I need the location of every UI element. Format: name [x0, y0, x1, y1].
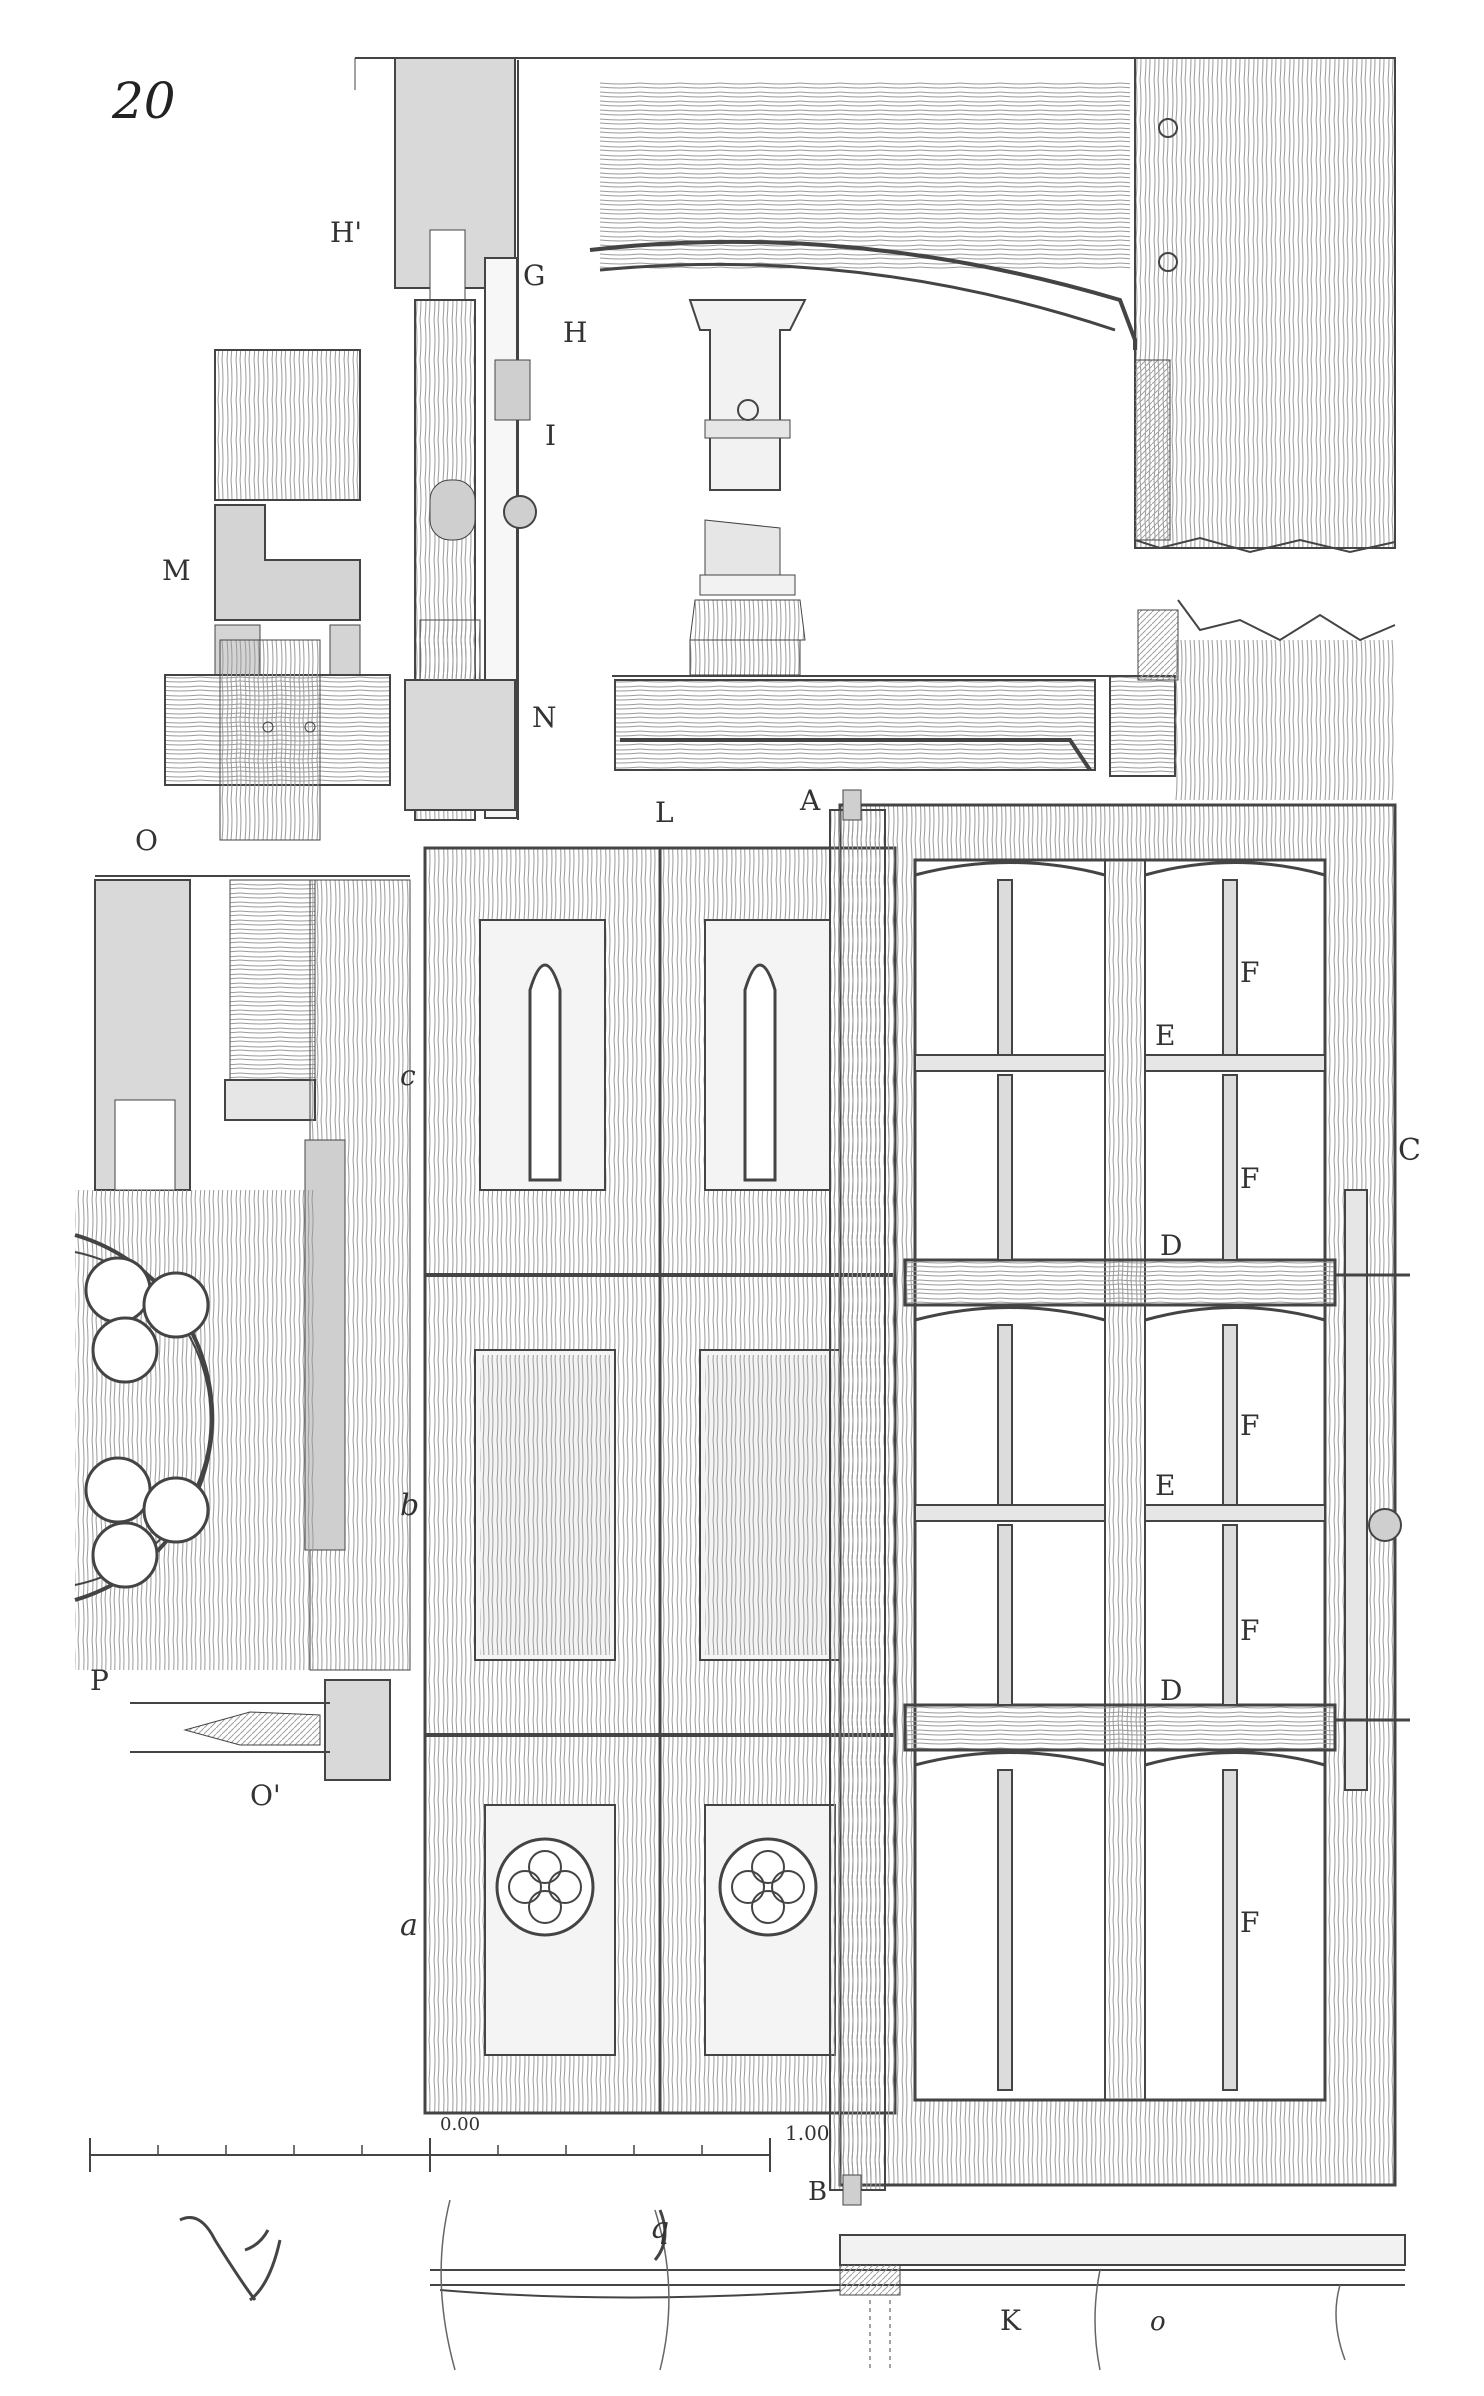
label-e-2: E — [1155, 1469, 1175, 1502]
label-f-5: F — [1240, 1906, 1259, 1939]
label-f-1: F — [1240, 956, 1259, 989]
label-o-prime: O' — [250, 1779, 281, 1812]
window-frame — [829, 789, 1410, 2206]
label-g: G — [523, 259, 545, 292]
label-d-1: D — [1160, 1229, 1182, 1262]
scale-zero-label: 0.00 — [440, 2114, 480, 2135]
section-details-left — [164, 57, 537, 841]
label-e-1: E — [1155, 1019, 1175, 1052]
label-q: q — [650, 2211, 669, 2246]
label-l: L — [655, 796, 674, 829]
label-k: K — [1000, 2304, 1022, 2337]
label-b-upper: B — [808, 2177, 827, 2207]
label-h-prime: H' — [330, 216, 362, 249]
reference-labels: H' G H I M N O L A c b a F E F D C F E F… — [90, 216, 1421, 2337]
tracery-section — [74, 875, 411, 1781]
scale-end-label: 1.00 — [785, 2121, 830, 2145]
plate-number: 20 — [111, 72, 176, 130]
label-c-upper: C — [1398, 1133, 1421, 1168]
label-i: I — [545, 419, 556, 452]
label-d-2: D — [1160, 1674, 1182, 1707]
label-a-upper: A — [799, 784, 821, 817]
label-f-4: F — [1240, 1614, 1259, 1647]
label-f-2: F — [1240, 1162, 1259, 1195]
label-f-3: F — [1240, 1409, 1259, 1442]
label-a-lower: a — [400, 1908, 418, 1943]
scale-bar: 0.00 1.00 — [89, 2114, 830, 2172]
label-n: N — [532, 701, 557, 734]
label-b-lower: b — [400, 1488, 419, 1523]
label-o: O — [135, 824, 158, 857]
label-o-small: o — [1150, 2307, 1166, 2337]
label-m: M — [162, 554, 191, 587]
label-c-lower: c — [400, 1059, 416, 1092]
plan-section — [179, 2199, 1406, 2371]
lintel-detail — [355, 57, 1396, 800]
label-h: H — [563, 316, 587, 349]
shutter-doors — [423, 846, 897, 2115]
label-p: P — [90, 1664, 109, 1697]
